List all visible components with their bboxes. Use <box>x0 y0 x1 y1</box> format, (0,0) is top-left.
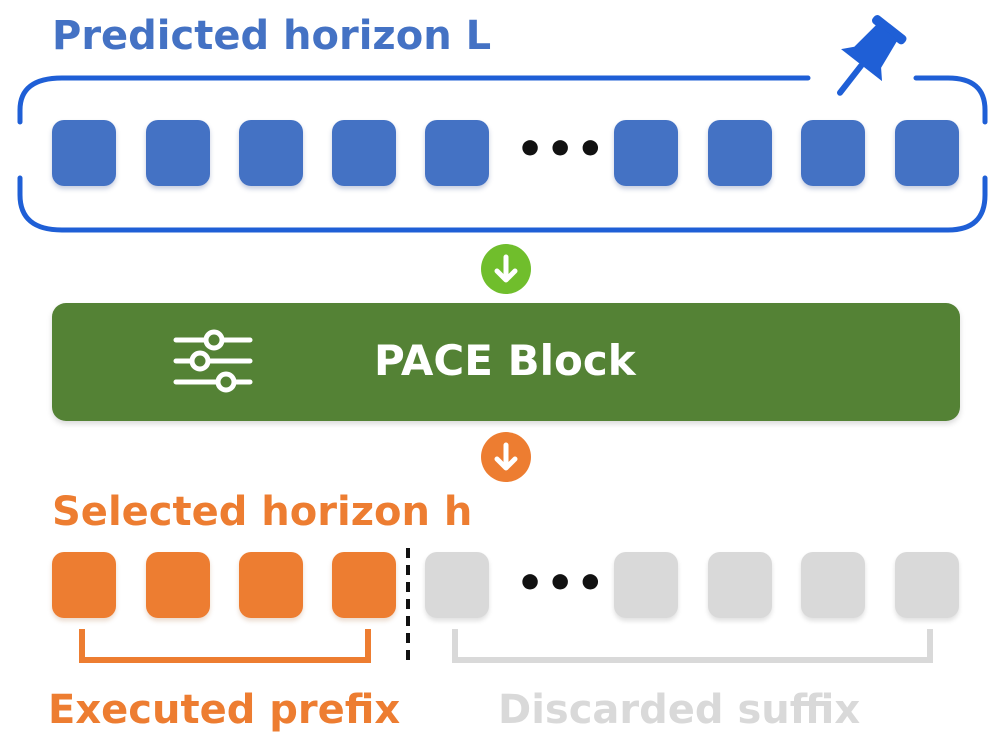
discarded-token <box>425 552 489 618</box>
predicted-token <box>801 120 865 186</box>
arrow-down-icon <box>481 244 531 294</box>
predicted-ellipsis: ••• <box>516 124 607 175</box>
executed-bracket <box>79 629 371 663</box>
predicted-token <box>708 120 772 186</box>
predicted-horizon-title: Predicted horizon L <box>52 13 492 59</box>
selected-ellipsis: ••• <box>516 558 607 609</box>
predicted-token <box>332 120 396 186</box>
predicted-token <box>425 120 489 186</box>
discarded-bracket <box>452 629 933 663</box>
predicted-token <box>614 120 678 186</box>
predicted-token <box>239 120 303 186</box>
selected-token <box>332 552 396 618</box>
discarded-token <box>614 552 678 618</box>
predicted-token <box>52 120 116 186</box>
discarded-token <box>708 552 772 618</box>
pushpin-icon <box>836 15 907 96</box>
selected-token <box>239 552 303 618</box>
sliders-icon <box>172 329 254 398</box>
predicted-token <box>895 120 959 186</box>
pace-block-label: PACE Block <box>374 336 636 385</box>
predicted-frame-top <box>17 75 988 233</box>
arrow-down-icon <box>481 432 531 482</box>
selected-token <box>146 552 210 618</box>
selected-horizon-title: Selected horizon h <box>52 489 473 535</box>
discarded-token <box>801 552 865 618</box>
discarded-suffix-label: Discarded suffix <box>498 687 861 733</box>
executed-prefix-label: Executed prefix <box>48 687 401 733</box>
discarded-token <box>895 552 959 618</box>
predicted-token <box>146 120 210 186</box>
selected-token <box>52 552 116 618</box>
